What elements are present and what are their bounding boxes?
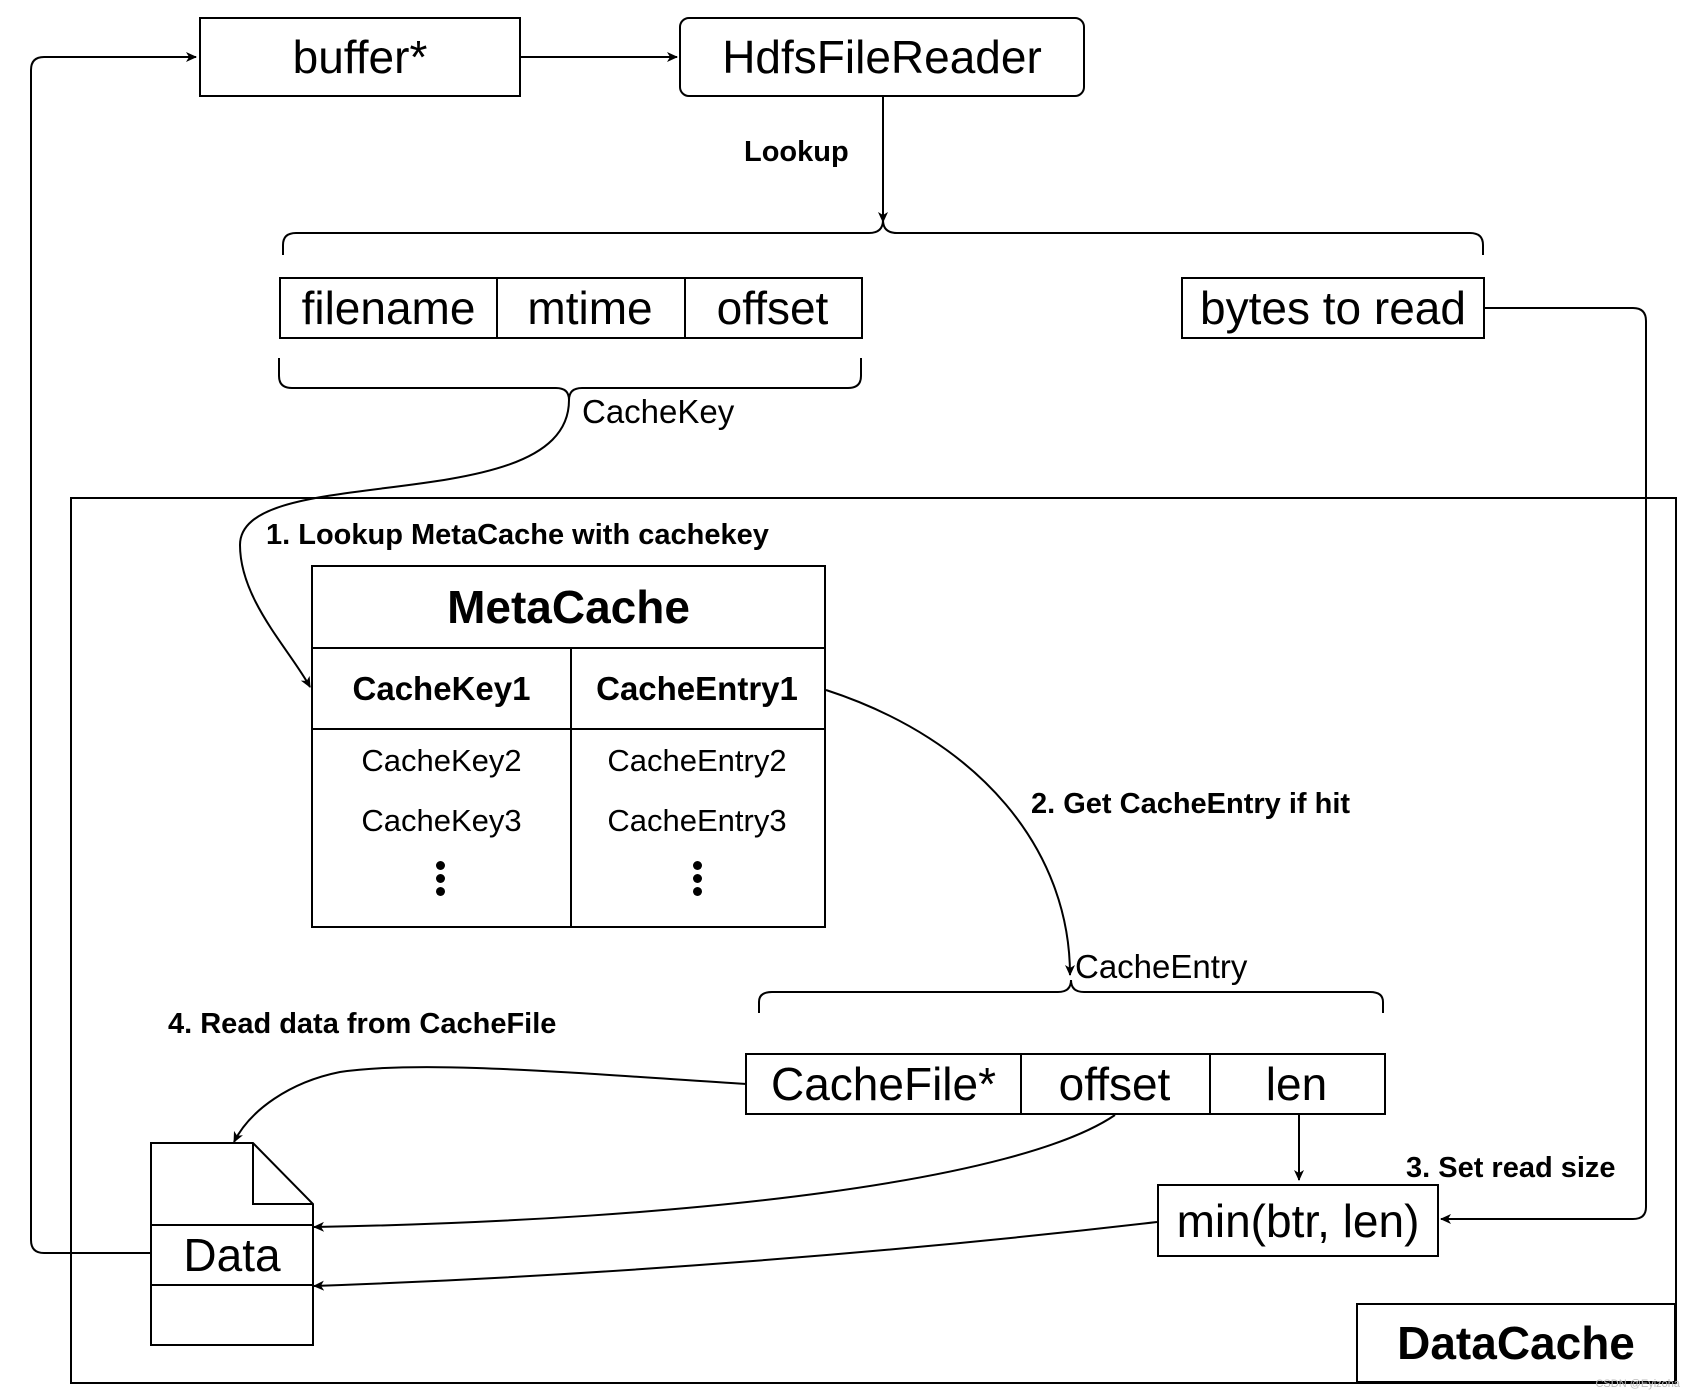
metacache-entry-2: CacheEntry2 xyxy=(607,743,787,778)
metacache-row-1: CacheKey1 CacheEntry1 xyxy=(313,649,824,730)
cachefile-to-data-arrow xyxy=(233,1066,748,1143)
data-document-fold xyxy=(252,1143,313,1205)
data-label: Data xyxy=(183,1229,281,1281)
buffer-label: buffer* xyxy=(292,31,428,83)
min-to-data-arrow xyxy=(313,1221,1158,1291)
metacache-table: MetaCache CacheKey1 CacheEntry1 CacheKey… xyxy=(311,565,826,928)
watermark: CSDN @Eyizoha xyxy=(1595,1378,1680,1390)
metacache-title: MetaCache xyxy=(313,567,824,649)
step1-label: 1. Lookup MetaCache with cachekey xyxy=(266,519,769,551)
lookup-label: Lookup xyxy=(744,136,849,168)
bytes-to-read-box: bytes to read xyxy=(1181,277,1485,339)
metacache-key-ellipsis xyxy=(436,859,445,898)
step4-label: 4. Read data from CacheFile xyxy=(168,1008,557,1040)
entry-divider-2 xyxy=(1209,1055,1211,1113)
min-box-label: min(btr, len) xyxy=(1176,1194,1420,1247)
field-divider-1 xyxy=(496,279,498,337)
step3-label: 3. Set read size xyxy=(1406,1152,1616,1184)
mtime-field: mtime xyxy=(527,282,653,334)
datacache-container xyxy=(70,497,1677,1384)
hdfs-file-reader-label: HdfsFileReader xyxy=(722,31,1042,83)
get-entry-arrow xyxy=(825,689,1075,976)
metacache-entry-3: CacheEntry3 xyxy=(607,803,787,838)
metacache-entry-1: CacheEntry1 xyxy=(596,669,798,707)
data-document xyxy=(150,1142,314,1346)
metacache-key-1: CacheKey1 xyxy=(352,669,531,707)
len-field: len xyxy=(1265,1058,1328,1110)
request-brace xyxy=(282,219,1484,255)
cachekey-brace xyxy=(278,358,862,401)
cachekey-label: CacheKey xyxy=(582,393,735,430)
cachekey-fields: filename mtime offset xyxy=(279,277,863,339)
hdfs-file-reader-box: HdfsFileReader xyxy=(679,17,1085,97)
bytes-to-read-label: bytes to read xyxy=(1200,282,1466,334)
cacheentry-brace xyxy=(758,979,1384,1013)
buffer-box: buffer* xyxy=(199,17,521,97)
datacache-label: DataCache xyxy=(1356,1303,1676,1383)
metacache-key-2: CacheKey2 xyxy=(361,743,522,778)
btr-to-min-arrow xyxy=(1440,307,1647,1224)
cachekey-lookup-arrow xyxy=(238,399,570,688)
min-box: min(btr, len) xyxy=(1157,1184,1439,1257)
step2-label: 2. Get CacheEntry if hit xyxy=(1031,788,1351,820)
filename-field: filename xyxy=(301,282,476,334)
entry-divider-1 xyxy=(1020,1055,1022,1113)
entry-offset-field: offset xyxy=(1058,1058,1171,1110)
data-to-buffer-arrow xyxy=(30,52,197,1254)
metacache-key-3: CacheKey3 xyxy=(361,803,522,838)
cacheentry-label: CacheEntry xyxy=(1075,948,1248,985)
metacache-entry-ellipsis xyxy=(693,859,702,898)
cacheentry-fields: CacheFile* offset len xyxy=(745,1053,1386,1115)
key-offset-field: offset xyxy=(716,282,829,334)
cachefile-field: CacheFile* xyxy=(771,1058,996,1110)
metacache-column-divider xyxy=(570,649,572,926)
offset-to-data-arrow xyxy=(313,1114,1116,1232)
field-divider-2 xyxy=(684,279,686,337)
